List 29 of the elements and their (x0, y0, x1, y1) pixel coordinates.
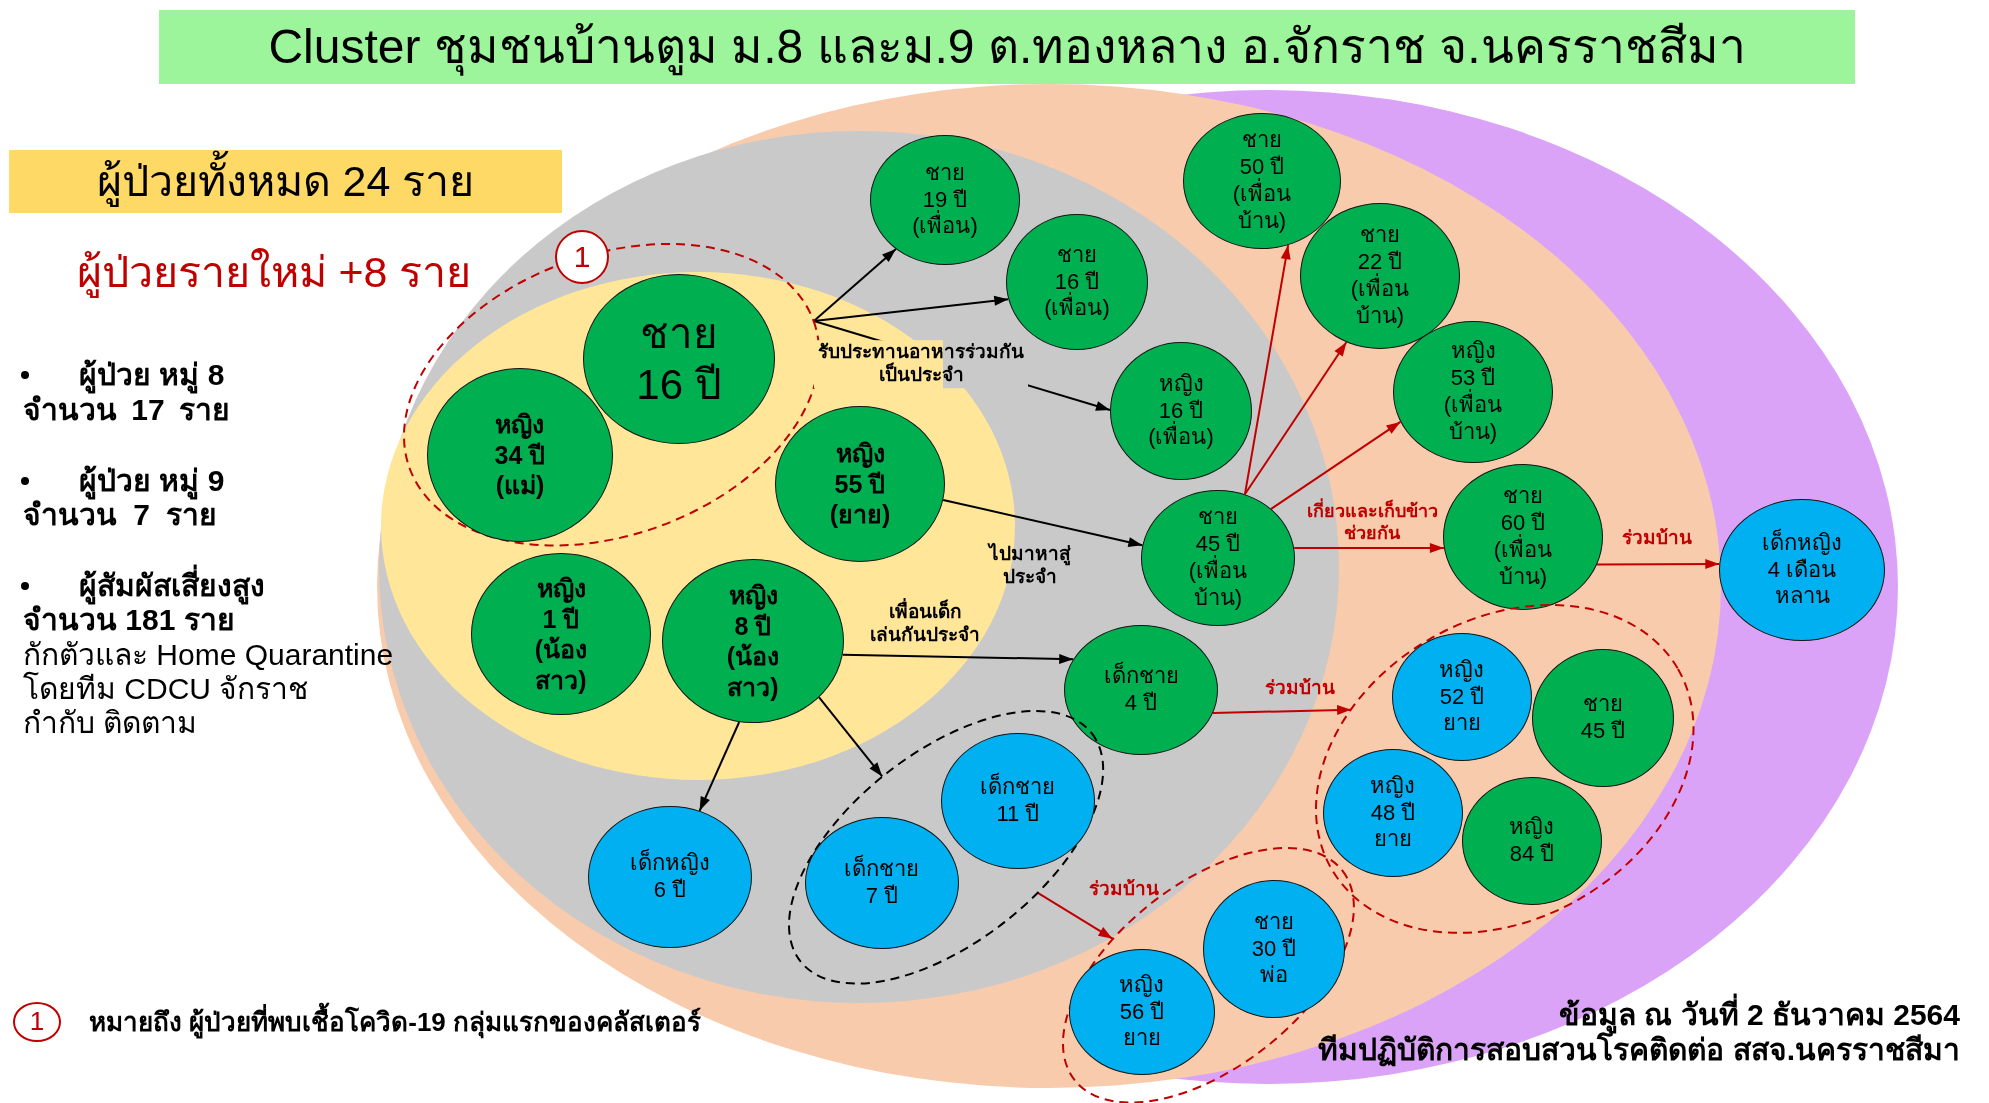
source-text: ทีมปฏิบัติการสอบสวนโรคติดต่อ สสจ.นครราชสีมา (1318, 1032, 1960, 1068)
edge-label: เพื่อนเด็ก เล่นกันประจำ (866, 600, 984, 648)
edge-label: ไปมาหาสู่ ประจำ (986, 542, 1072, 589)
arrow (1270, 420, 1402, 510)
callout-number: 1 (13, 1002, 61, 1042)
bullet-text: ผู้ป่วย หมู่ 8 (79, 357, 225, 393)
arrow (1243, 341, 1348, 496)
arrow (818, 696, 884, 778)
note-text: กักตัวและ Home Quarantine โดยทีม CDCU จักราช กำกับ ติดตาม (23, 638, 394, 740)
arrow (1293, 542, 1445, 553)
edge-label: ร่วมบ้าน (1088, 876, 1160, 901)
bullet-text: ผู้ป่วย หมู่ 9 (79, 463, 225, 499)
arrow (698, 721, 741, 812)
edge-label: ร่วมบ้าน (1264, 675, 1336, 700)
count-text: จำนวน 17 ราย (23, 393, 231, 428)
edge-label: เกี่ยวและเก็บข้าว ช่วยกัน (1302, 500, 1442, 546)
edge-label: ร่วมบ้าน (1621, 525, 1693, 550)
arrow (1596, 559, 1721, 570)
footnote-text: หมายถึง ผู้ป่วยที่พบเชื้อโควิด-19 กลุ่มแรกของคลัสเตอร์ (89, 1001, 702, 1043)
arrow (1036, 891, 1114, 940)
total-banner: ผู้ป่วยทั้งหมด 24 ราย (9, 150, 562, 213)
title-banner: Cluster ชุมชนบ้านตูม ม.8 และม.9 ต.ทองหลาง อ.จักราช จ.นครราชสีมา (159, 10, 1855, 84)
heading-text: ผู้ป่วยรายใหม่ +8 ราย (76, 247, 472, 299)
arrow (812, 248, 897, 322)
arrow (1243, 244, 1291, 496)
arrow (942, 498, 1144, 547)
edge-label: รับประทานอาหารร่วมกัน เป็นประจำ (814, 340, 1028, 388)
arrow (1212, 705, 1353, 716)
arrow (841, 653, 1075, 664)
